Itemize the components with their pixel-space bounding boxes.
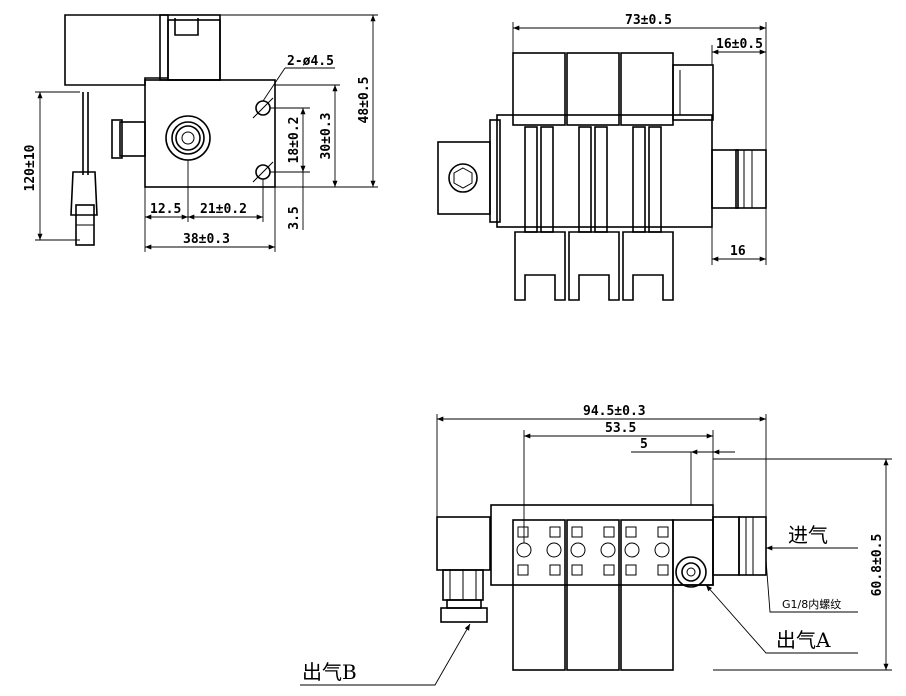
dim-16a: 16±0.5 [716,37,763,52]
dim-holes: 2-ø4.5 [287,54,334,69]
dim-60-8: 60.8±0.5 [870,534,885,597]
dim-5: 5 [640,437,648,452]
dim-38: 38±0.3 [183,232,230,247]
dim-53-5: 53.5 [605,421,636,436]
dim-12-5: 12.5 [150,202,181,217]
label-outlet-b: 出气B [302,660,357,684]
dim-120: 120±10 [23,144,38,191]
label-inlet: 进气 [788,523,828,547]
dim-30: 30±0.3 [319,113,334,160]
label-thread: G1/8内螺纹 [782,597,841,611]
dim-21: 21±0.2 [200,202,247,217]
dim-3-5: 3.5 [287,206,302,229]
label-outlet-a: 出气A [776,628,831,652]
front-view: 94.5±0.3 53.5 5 60.8±0.5 进气 G1/8内螺纹 出气A … [300,404,892,686]
dim-48: 48±0.5 [357,77,372,124]
dim-16b: 16 [730,244,746,259]
side-view: 120±10 48±0.5 30±0.3 18±0.2 2-ø4.5 12.5 … [23,14,378,252]
top-view: 73±0.5 16±0.5 16 [437,13,767,301]
dim-94-5: 94.5±0.3 [583,404,646,419]
dim-18: 18±0.2 [287,117,302,164]
screw-row [516,526,670,576]
dim-73: 73±0.5 [625,13,672,28]
